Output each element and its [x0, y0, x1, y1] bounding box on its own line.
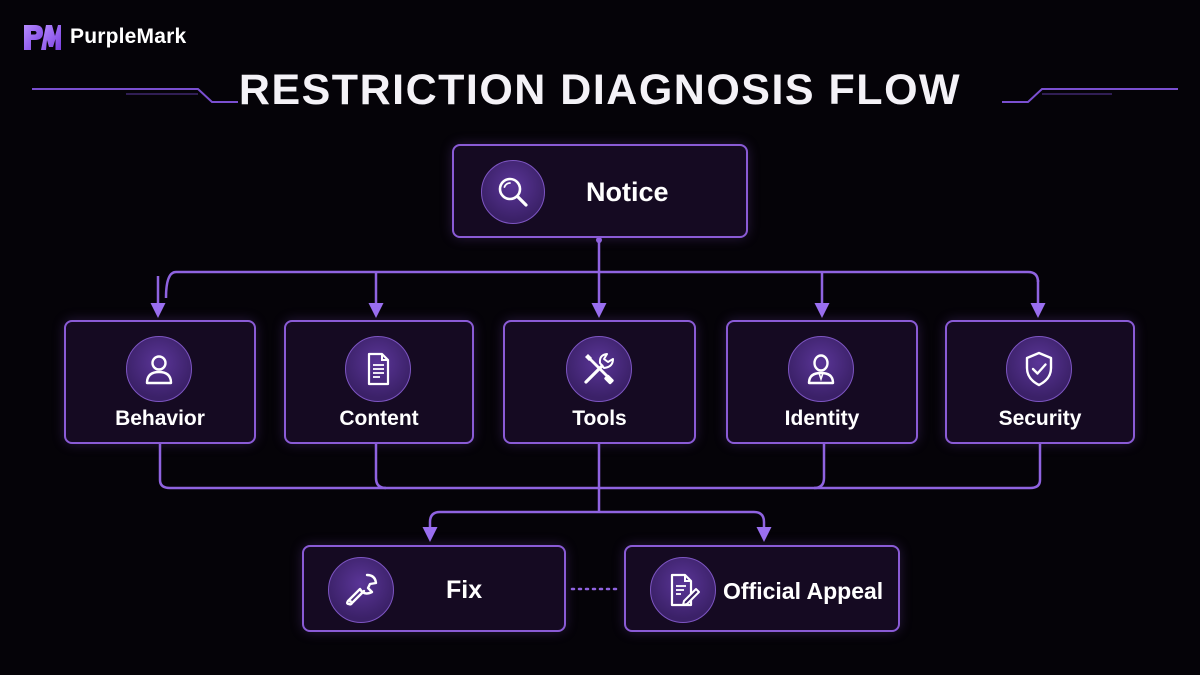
node-behavior: Behavior [64, 320, 256, 444]
brand-logo-icon [24, 25, 61, 50]
brand-name: PurpleMark [70, 25, 187, 48]
node-tools: Tools [503, 320, 696, 444]
edge-notice-dot [596, 237, 602, 243]
title-decoration-left [32, 88, 238, 103]
edges-bottom [158, 444, 1042, 542]
node-notice-label: Notice [586, 177, 669, 207]
node-official-appeal-label: Official Appeal [723, 578, 884, 604]
tools-icon [565, 336, 632, 402]
node-content-label: Content [339, 407, 419, 430]
edge-to-appeal [599, 510, 772, 542]
node-fix-label: Fix [446, 576, 483, 604]
node-security: Security [945, 320, 1135, 444]
node-identity-label: Identity [784, 407, 860, 430]
edge-from-identity [813, 444, 826, 490]
person-icon [788, 336, 854, 402]
node-fix: Fix [302, 545, 566, 632]
document-edit-icon [650, 557, 716, 623]
edge-top-bus [164, 270, 1040, 299]
brand: PurpleMark [22, 22, 186, 52]
user-icon [126, 336, 192, 402]
node-content: Content [284, 320, 474, 444]
title-decoration-right [1002, 88, 1178, 103]
document-icon [345, 336, 411, 402]
node-security-label: Security [998, 407, 1082, 430]
shield-check-icon [1006, 336, 1072, 402]
edges-top [150, 237, 1046, 318]
wrench-icon [328, 557, 394, 623]
edge-to-fix [422, 510, 599, 542]
edge-from-content [374, 444, 387, 490]
magnifier-icon [481, 160, 545, 224]
node-identity: Identity [726, 320, 918, 444]
node-behavior-label: Behavior [115, 407, 205, 430]
diagram-title: RESTRICTION DIAGNOSIS FLOW [238, 66, 962, 114]
node-tools-label: Tools [572, 407, 627, 430]
node-notice: Notice [452, 144, 748, 238]
node-official-appeal: Official Appeal [624, 545, 900, 632]
